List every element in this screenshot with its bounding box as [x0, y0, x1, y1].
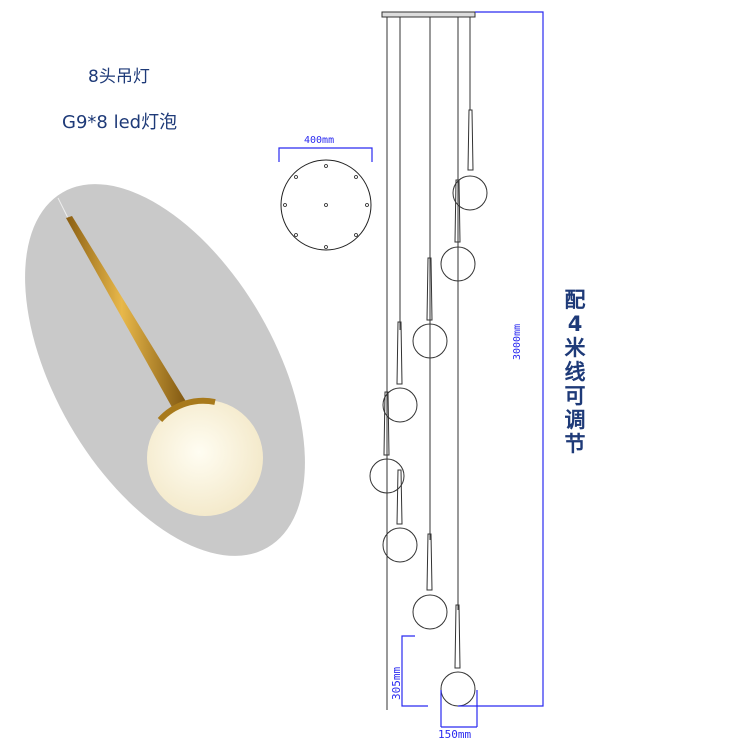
product-photo [25, 184, 305, 556]
dimension-lines [401, 11, 544, 728]
cable-note: 配4米线 可调节 [564, 288, 586, 456]
pendant-elevation [369, 11, 488, 710]
canopy-plan [278, 147, 373, 251]
product-title: 8头吊灯 [88, 67, 150, 87]
canopy-diameter-label: 400mm [304, 135, 335, 146]
globe-diameter-label: 150mm [438, 728, 472, 741]
bulb-spec: G9*8 led灯泡 [62, 112, 178, 133]
total-height-label: 3000mm [512, 323, 523, 360]
globe-spacing-label: 305mm [390, 666, 403, 700]
